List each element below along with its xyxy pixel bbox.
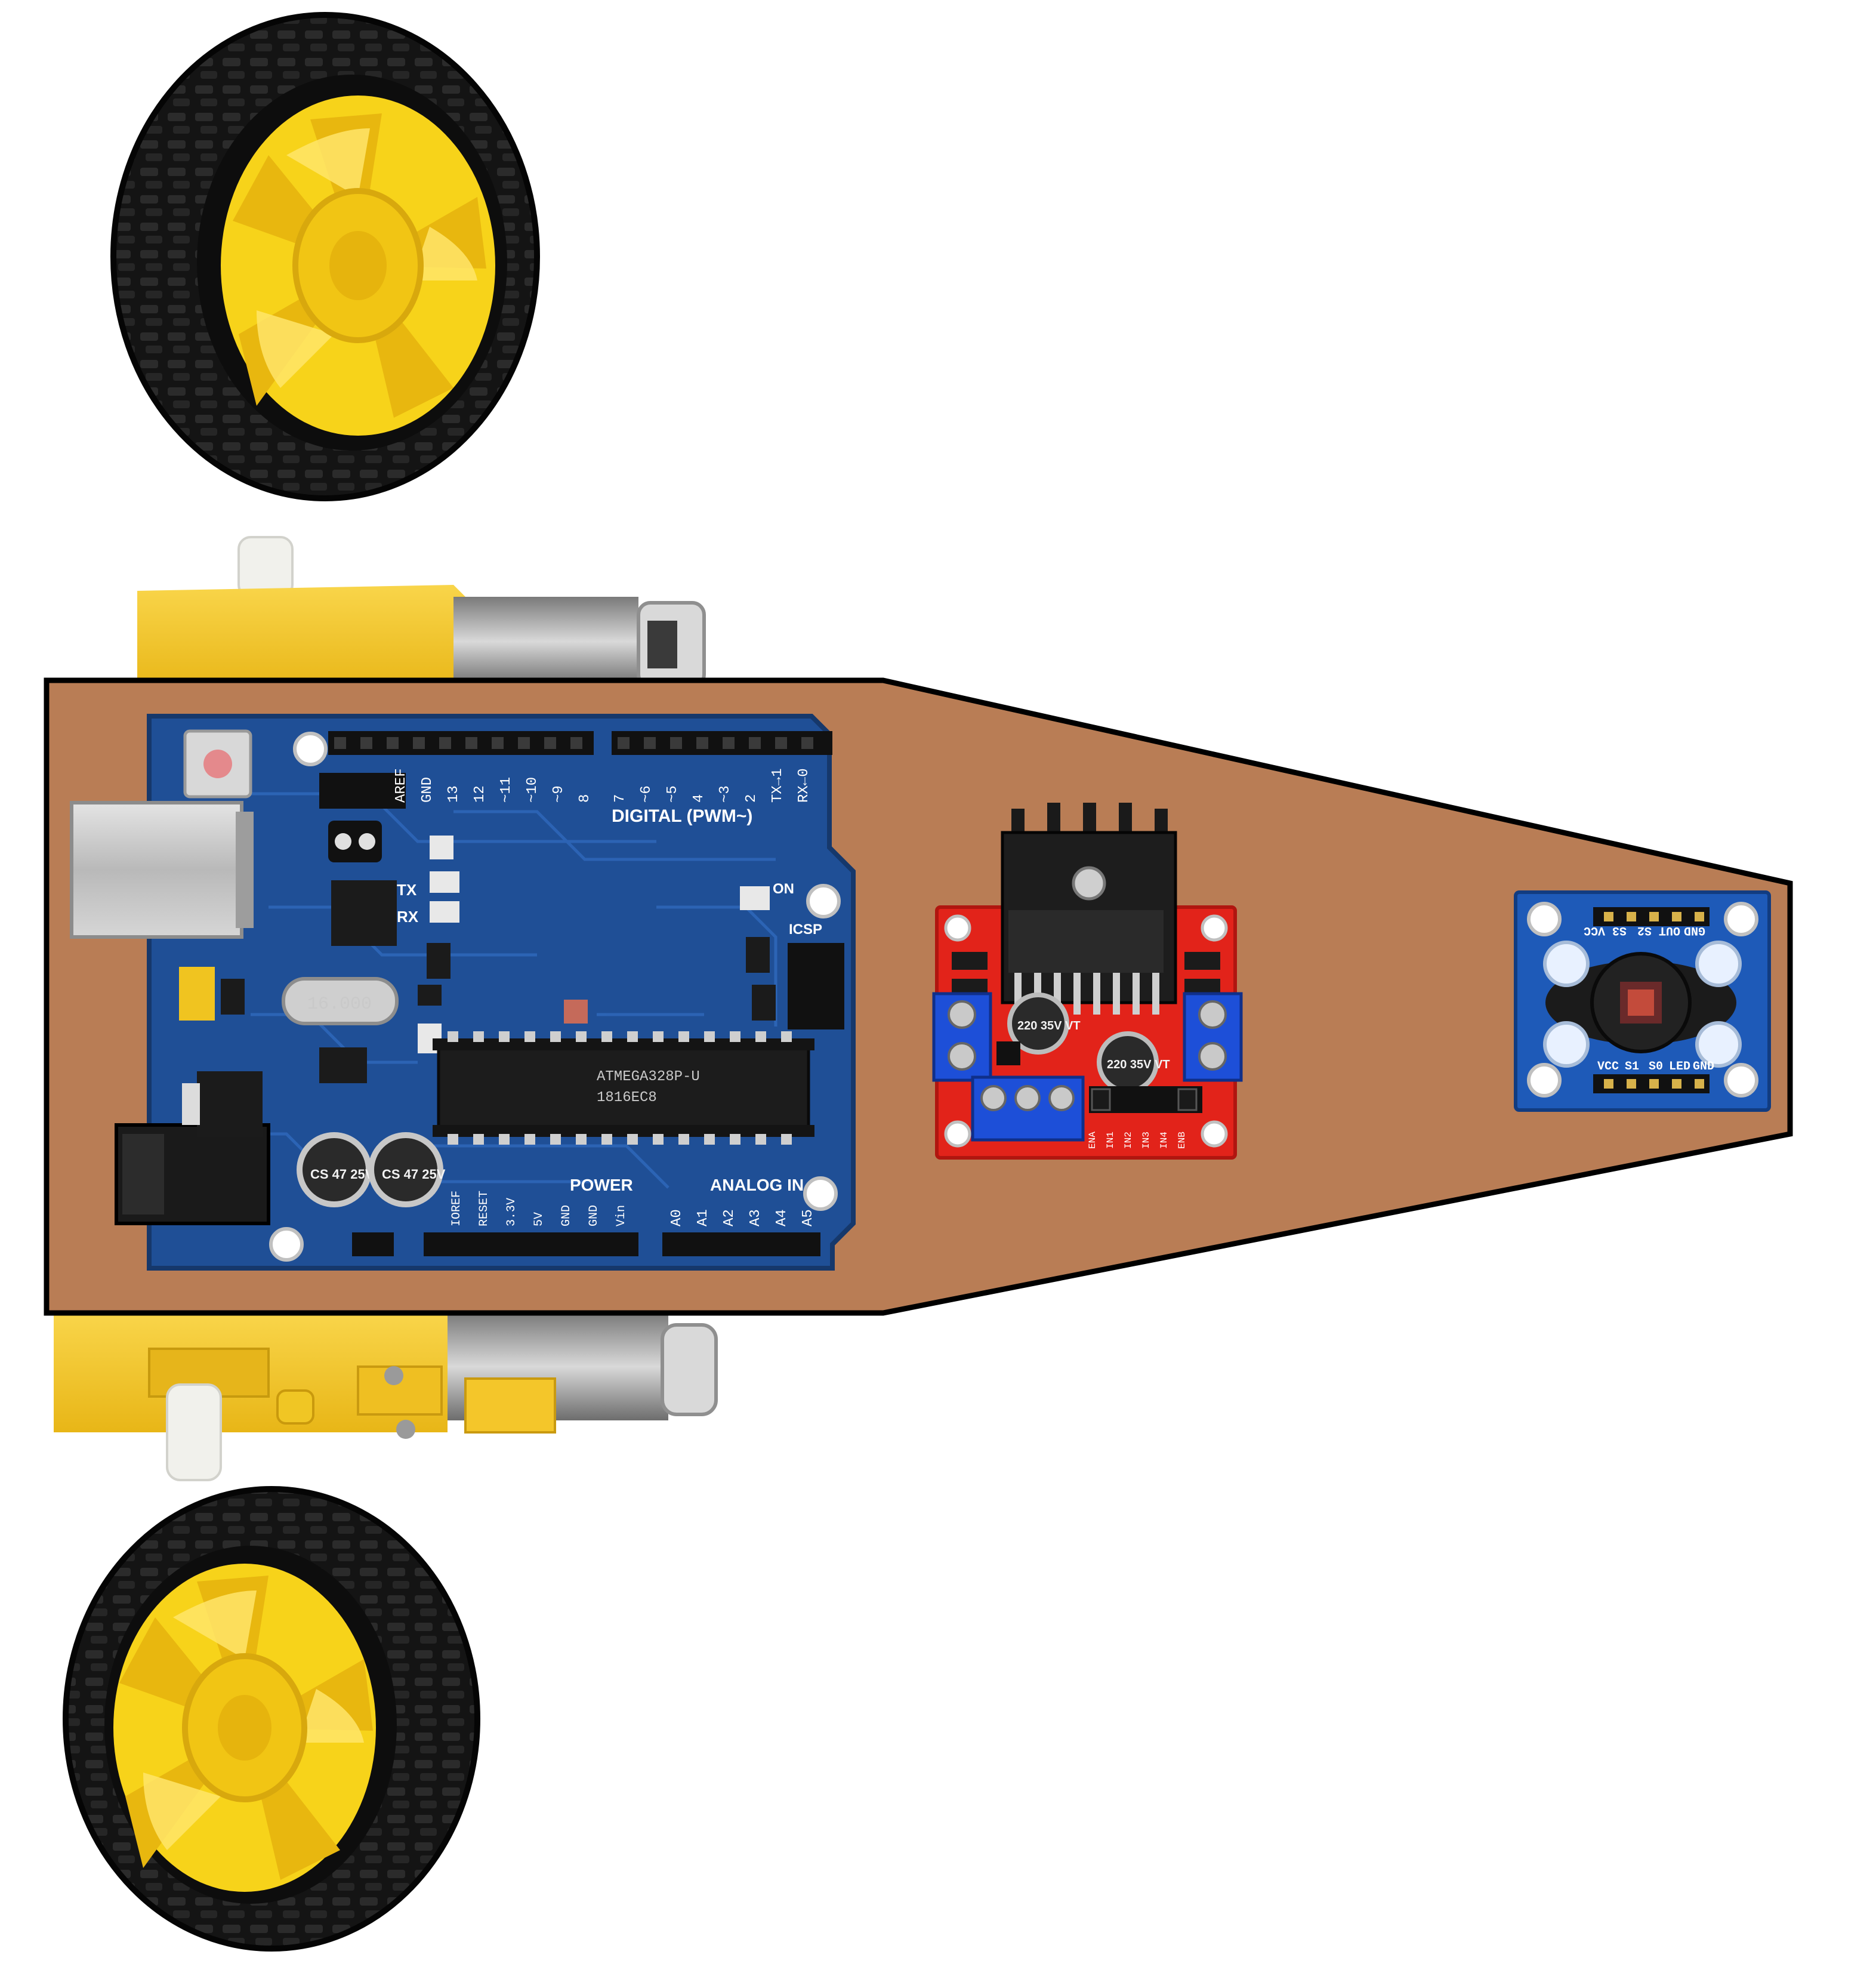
top-motor-can	[453, 597, 638, 686]
sensor-bottom-pin-label: LED	[1669, 1060, 1690, 1074]
arduino-cap-label-1: CS 47 25V	[310, 1167, 374, 1182]
sensor-top-pin-label: GND	[1684, 923, 1705, 937]
driver-cap-label-1: 220 35V VT	[1017, 1019, 1081, 1032]
on-label: ON	[773, 881, 794, 897]
bottom-motor	[54, 1313, 718, 1481]
digital-pin-label: GND	[419, 777, 436, 803]
driver-pin-label: IN3	[1141, 1132, 1152, 1149]
power-pin-label: Vin	[615, 1205, 628, 1226]
sensor-bottom-pin-label: S1	[1625, 1060, 1639, 1074]
mcu-marking-1: ATMEGA328P-U	[597, 1069, 700, 1085]
motor-a-terminal	[932, 992, 992, 1082]
power-terminal	[971, 1075, 1085, 1142]
analog-pin-label: A4	[774, 1209, 790, 1226]
tx-label: TX	[397, 881, 417, 899]
driver-pin-label: ENA	[1087, 1132, 1098, 1149]
icsp-label: ICSP	[789, 921, 822, 938]
bottom-wheel	[63, 1486, 480, 1952]
analog-header	[662, 1232, 820, 1256]
power-pin-label: IOREF	[450, 1191, 464, 1226]
icsp-header-usb	[319, 773, 406, 862]
crystal	[282, 977, 399, 1025]
digital-pin-label: 7	[612, 794, 628, 803]
power-pin-label: 5V	[532, 1212, 546, 1226]
analog-pin-label: A2	[721, 1209, 738, 1226]
driver-pin-label: IN2	[1123, 1132, 1134, 1149]
analog-pin-label: A0	[669, 1209, 685, 1226]
digital-pin-label: 12	[472, 785, 488, 803]
sensor-bottom-pin-label: GND	[1693, 1060, 1714, 1074]
digital-pin-label: ~6	[638, 785, 655, 803]
sensor-leds	[1543, 941, 1742, 1068]
sensor-top-pin-label: OUT	[1659, 923, 1680, 937]
driver-cap-label-2: 220 35V VT	[1107, 1058, 1170, 1071]
digital-pin-label: 4	[691, 794, 707, 803]
sensor-bottom-pin-label: S0	[1649, 1060, 1663, 1074]
digital-pin-label: RX←0	[796, 768, 812, 803]
power-label: POWER	[570, 1176, 633, 1194]
driver-pin-label: ENB	[1177, 1132, 1187, 1149]
analog-in-label: ANALOG IN	[710, 1176, 804, 1194]
driver-pin-label: IN4	[1159, 1132, 1170, 1149]
power-header	[424, 1232, 638, 1256]
analog-pin-label: A1	[695, 1209, 711, 1226]
power-pin-label: GND	[560, 1205, 573, 1226]
motor-b-terminal	[1183, 992, 1243, 1082]
crystal-label: 16.000	[307, 994, 372, 1015]
mcu-marking-2: 1816EC8	[597, 1090, 657, 1106]
top-motor-shaft	[237, 536, 294, 598]
driver-capacitor-2: 220 35V VT	[1097, 1031, 1170, 1093]
arduino-capacitor-1: CS 47 25V	[297, 1132, 374, 1207]
l298n-motor-driver: 220 35V VT 220 35V VT ENA IN1 IN2 IN3 IN4 ENB	[932, 803, 1243, 1160]
rx-label: RX	[397, 908, 419, 926]
digital-pin-label: 2	[743, 794, 760, 803]
digital-pin-label: ~3	[717, 785, 733, 803]
digital-pin-label: ~5	[665, 785, 681, 803]
sensor-top-pin-label: VCC	[1584, 923, 1605, 937]
sensor-top-pin-label: S3	[1612, 923, 1627, 937]
analog-pin-label: A3	[748, 1209, 764, 1226]
digital-pin-label: TX→1	[770, 768, 786, 803]
sensor-bottom-pin-label: VCC	[1597, 1060, 1619, 1074]
digital-pin-label: ~10	[524, 777, 541, 803]
power-pin-label: GND	[587, 1205, 601, 1226]
power-pin-label: 3.3V	[505, 1198, 519, 1226]
digital-pin-label: ~11	[498, 777, 514, 803]
arduino-capacitor-2: CS 47 25V	[368, 1132, 446, 1207]
digital-pin-label: 8	[577, 794, 593, 803]
analog-pin-label: A5	[800, 1209, 816, 1226]
top-motor	[137, 536, 706, 692]
digital-pwm-label: DIGITAL (PWM~)	[612, 806, 752, 826]
bottom-motor-shaft	[166, 1383, 222, 1481]
power-pin-label: RESET	[477, 1191, 491, 1226]
driver-pin-label: IN1	[1105, 1132, 1116, 1149]
usb-b-connector	[70, 801, 243, 939]
arduino-uno-board: ICSP 16.000 TX RX ON ATMEGA328P-U 18	[70, 714, 856, 1271]
digital-pin-label: ~9	[551, 785, 567, 803]
arduino-cap-label-2: CS 47 25V	[382, 1167, 446, 1182]
driver-capacitor-1: 220 35V VT	[1007, 992, 1081, 1055]
icsp-header	[788, 943, 844, 1029]
top-wheel	[110, 12, 540, 501]
digital-pin-label: AREF	[393, 768, 409, 803]
usb-serial-chip	[331, 880, 397, 946]
atmega328p-chip: ATMEGA328P-U 1816EC8	[433, 1031, 814, 1145]
digital-pin-label: 13	[446, 785, 462, 803]
sensor-top-pin-label: S2	[1637, 923, 1652, 937]
